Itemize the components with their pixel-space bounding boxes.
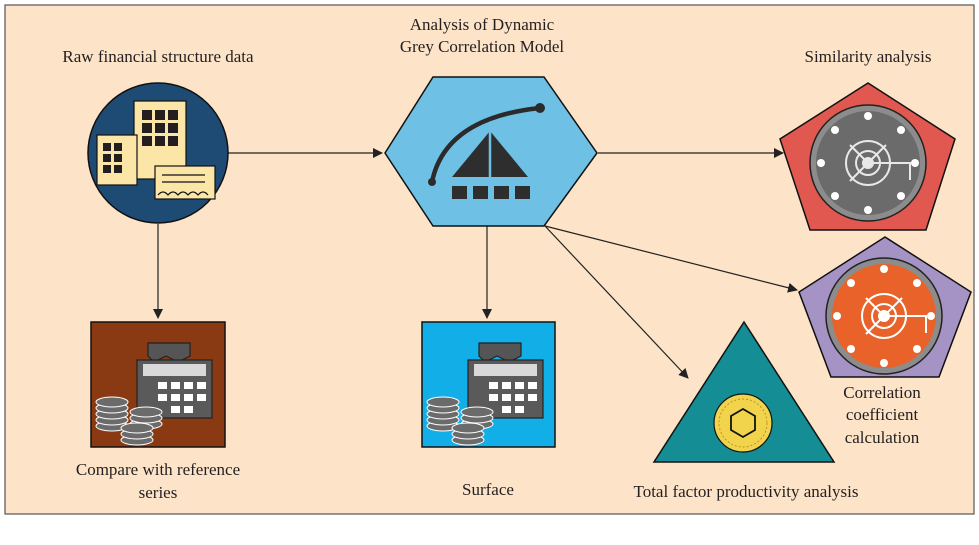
correlation-label-line1: Correlation	[843, 383, 921, 402]
similarity-label: Similarity analysis	[804, 47, 931, 66]
correlation-node: Correlation coefficient calculation	[798, 236, 972, 447]
model-label-line1: Analysis of Dynamic	[410, 15, 555, 34]
office-buildings-icon	[96, 100, 216, 200]
vault-dial-icon	[809, 104, 927, 222]
surface-node: Surface	[421, 321, 556, 499]
model-node: Analysis of Dynamic Grey Correlation Mod…	[384, 15, 598, 227]
crane-gauge-icon	[428, 103, 545, 199]
gold-coin-icon	[713, 393, 773, 453]
tfp-node: Total factor productivity analysis	[634, 320, 859, 501]
model-label-line2: Grey Correlation Model	[400, 37, 565, 56]
calculator-coins-icon	[95, 342, 213, 446]
raw-data-label: Raw financial structure data	[62, 47, 254, 66]
vault-dial-icon	[825, 257, 943, 375]
compare-node: Compare with reference series	[76, 321, 240, 502]
surface-label: Surface	[462, 480, 514, 499]
connectors	[153, 148, 798, 379]
arrow-model-to-tfp	[544, 225, 689, 379]
calculator-coins-icon	[426, 342, 544, 446]
compare-label-line2: series	[139, 483, 178, 502]
arrow-model-to-correlation	[544, 225, 798, 293]
tfp-label: Total factor productivity analysis	[634, 482, 859, 501]
raw-data-node: Raw financial structure data	[62, 47, 254, 224]
tfp-triangle	[652, 320, 836, 463]
similarity-node: Similarity analysis	[779, 47, 956, 231]
correlation-label-line3: calculation	[845, 428, 920, 447]
compare-label-line1: Compare with reference	[76, 460, 240, 479]
correlation-label-line2: coefficient	[846, 405, 919, 424]
